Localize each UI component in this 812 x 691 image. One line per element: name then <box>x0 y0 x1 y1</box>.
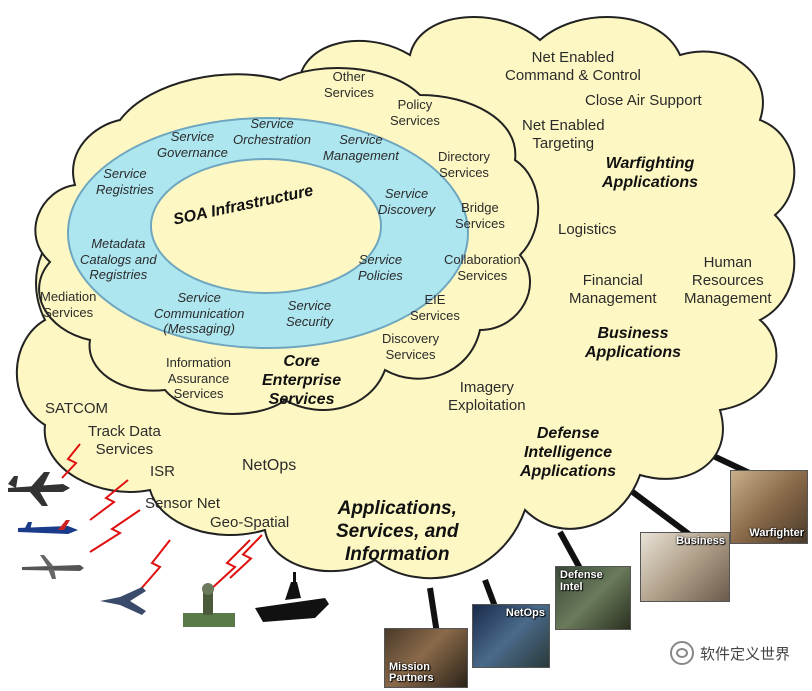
ring-service-label-5: Metadata Catalogs and Registries <box>80 236 157 283</box>
transport-aircraft-icon <box>8 472 70 506</box>
photo-mission-partners: Mission Partners <box>384 628 468 688</box>
platforms <box>8 472 329 627</box>
enterprise-service-label-0: Other Services <box>324 69 374 100</box>
warfighting-item-1: Close Air Support <box>585 92 702 109</box>
outer-item-4: Geo-Spatial <box>210 514 290 531</box>
lightning-link-3 <box>139 539 171 591</box>
applications-services-information-title: Applications, Services, and Information <box>336 498 459 565</box>
link-defense-intel <box>557 530 585 574</box>
watermark: 软件定义世界 <box>669 641 790 665</box>
ring-service-label-6: Service Policies <box>358 252 403 283</box>
business-item-0: Logistics <box>558 221 617 238</box>
soa-ring <box>67 117 469 349</box>
enterprise-service-label-3: Bridge Services <box>455 200 505 231</box>
lightning-link-0 <box>61 443 81 479</box>
business-item-2: Human Resources Management <box>684 254 772 307</box>
missile-icon <box>18 520 78 534</box>
ground-sensor-icon <box>183 583 235 627</box>
enterprise-service-label-5: EIE Services <box>410 292 460 323</box>
ring-service-label-4: Service Discovery <box>378 186 436 217</box>
lightning-link-5 <box>229 534 263 579</box>
enterprise-service-label-4: Collaboration Services <box>444 252 521 283</box>
enterprise-service-label-8: Mediation Services <box>40 289 97 320</box>
uav-drone-icon <box>22 555 84 579</box>
photo-caption: Business <box>676 535 725 547</box>
outer-item-3: Sensor Net <box>145 495 221 512</box>
photo-business: Business <box>640 532 730 602</box>
photo-warfighter: Warfighter <box>730 470 808 544</box>
ring-service-label-8: Service Security <box>286 298 333 329</box>
outer-item-1: Track Data Services <box>88 423 161 458</box>
comm-links <box>61 443 263 591</box>
warship-icon <box>255 572 329 622</box>
ring-service-label-7: Service Communication (Messaging) <box>154 290 245 337</box>
photo-caption: Defense Intel <box>560 569 603 593</box>
ring-service-label-3: Service Registries <box>96 166 154 197</box>
enterprise-service-label-6: Discovery Services <box>382 331 440 362</box>
fighter-jet-icon <box>100 587 146 615</box>
link-business <box>628 487 692 538</box>
outer-item-0: SATCOM <box>45 400 109 417</box>
business-applications-title: Business Applications <box>585 325 682 362</box>
photo-caption: NetOps <box>505 607 545 619</box>
ring-service-label-1: Service Orchestration <box>233 116 312 147</box>
photo-caption: Mission Partners <box>389 660 434 685</box>
wechat-logo-icon <box>669 641 694 665</box>
ring-service-label-0: Service Governance <box>157 129 228 160</box>
enterprise-service-label-7: Information Assurance Services <box>166 355 232 402</box>
netops-label: NetOps <box>242 457 297 474</box>
warfighting-applications-title: Warfighting Applications <box>602 155 699 192</box>
enterprise-service-label-1: Policy Services <box>390 97 440 128</box>
photo-caption: Warfighter <box>749 527 804 540</box>
lightning-link-2 <box>89 509 141 553</box>
intel-item-0: Imagery Exploitation <box>448 379 526 414</box>
business-item-1: Financial Management <box>569 272 657 307</box>
outer-item-2: ISR <box>150 463 176 480</box>
warfighting-item-2: Net Enabled Targeting <box>522 117 605 152</box>
ring-service-label-2: Service Management <box>323 132 399 163</box>
lightning-link-4 <box>209 539 251 591</box>
photo-defense-intel: Defense Intel <box>555 566 631 630</box>
defense-intelligence-applications-title: Defense Intelligence Applications <box>520 425 617 481</box>
warfighting-item-0: Net Enabled Command & Control <box>505 49 641 84</box>
core-enterprise-services-title: Core Enterprise Services <box>262 353 342 409</box>
lightning-link-1 <box>89 479 129 521</box>
watermark-text: 软件定义世界 <box>699 645 790 663</box>
photo-netops: NetOps <box>472 604 550 668</box>
enterprise-service-label-2: Directory Services <box>438 149 491 180</box>
